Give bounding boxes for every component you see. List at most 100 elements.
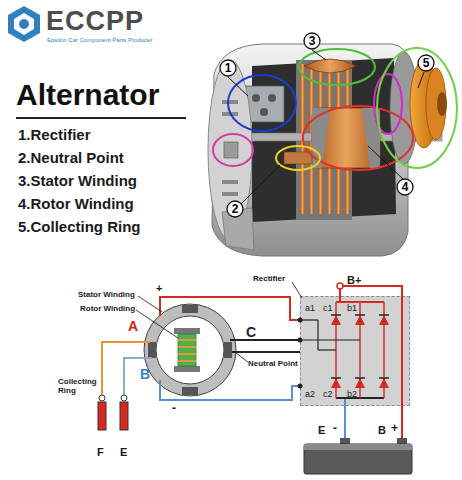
wires-part — [339, 289, 341, 302]
stator-ring-part — [144, 304, 236, 396]
rotor-coil-part — [178, 360, 196, 362]
callout-circle — [227, 201, 243, 217]
stator-ring-part — [150, 310, 230, 390]
list-item: 4.Rotor Winding — [18, 196, 134, 213]
rectifier-diodes-part — [331, 377, 341, 379]
rectifier-diodes-part — [300, 339, 360, 340]
rotor-coil — [174, 328, 200, 372]
collecting-ring-brushes-part — [120, 402, 128, 430]
alternator-body — [208, 44, 447, 256]
collecting-ring-brushes-part — [98, 402, 106, 430]
wires-part — [102, 342, 150, 398]
alternator-body-part — [260, 108, 268, 116]
stator-ring-part — [182, 305, 198, 313]
leader-lines-part — [240, 165, 280, 205]
stator-ring-part — [156, 316, 224, 384]
battery-part — [397, 438, 407, 444]
phase-name: A — [128, 319, 138, 334]
alternator-body-part — [252, 94, 260, 102]
alternator-body-part — [437, 92, 447, 116]
alternator-body-part — [268, 94, 276, 102]
leader-lines-part — [368, 146, 404, 180]
rectifier-diodes-part — [355, 314, 365, 316]
alternator-body-part — [222, 192, 238, 196]
phase-name: B — [140, 367, 150, 382]
logo-icon-part — [14, 13, 34, 35]
stator-ring — [144, 304, 236, 396]
part-name: Rotor Winding — [80, 305, 135, 314]
alternator-body-part — [224, 142, 238, 158]
leader-lines-part — [312, 50, 326, 60]
leader-lines-part — [418, 72, 424, 88]
battery — [304, 438, 412, 474]
circuit-leaders-part — [236, 353, 248, 362]
polarity-sign: + — [391, 422, 398, 435]
callout-number: 1 — [219, 59, 237, 77]
callout-number: 2 — [226, 200, 244, 218]
alternator-body-part — [304, 59, 356, 73]
callout-circle — [418, 55, 434, 71]
stator-ring-part — [224, 342, 232, 358]
highlight-ellipses-part — [377, 48, 457, 168]
alternator-body-part — [246, 86, 284, 122]
rectifier-diodes-part — [331, 314, 341, 316]
wires-part — [160, 297, 300, 320]
terminal-name: B — [378, 424, 386, 436]
title-underline — [16, 117, 186, 119]
highlight-ellipses — [213, 48, 457, 170]
logo-text: ECCPP — [46, 7, 144, 37]
pin-name: b2 — [347, 390, 357, 400]
logo-icon — [8, 6, 40, 42]
rotor-coil-part — [174, 328, 200, 334]
rectifier-diodes-part — [298, 384, 303, 389]
rotor-coil-part — [174, 366, 200, 372]
rectifier-diodes-part — [337, 283, 343, 289]
callout-number: 4 — [396, 178, 414, 196]
highlight-ellipses-part — [228, 75, 296, 131]
terminal-name: E — [120, 446, 127, 458]
rotor-coil-part — [178, 353, 196, 355]
highlight-ellipses-part — [213, 134, 253, 166]
wires-part — [344, 398, 346, 444]
pin-name: a2 — [305, 390, 315, 400]
logo-icon-part — [8, 6, 40, 42]
circuit-leaders — [136, 282, 302, 362]
alternator-body-part — [284, 152, 312, 164]
pin-name: c1 — [323, 304, 333, 314]
highlight-ellipses-part — [276, 146, 320, 170]
callout-number: 5 — [417, 54, 435, 72]
callout-number-text: 2 — [226, 200, 244, 218]
wires-part — [230, 339, 300, 341]
phase-name: C — [246, 325, 256, 340]
callout-circle — [304, 33, 320, 49]
part-name: Collecting Ring — [58, 378, 104, 396]
battery-part — [304, 444, 412, 474]
rotor-coil-part — [178, 346, 196, 348]
callout-number-text: 5 — [417, 54, 435, 72]
alternator-body-part — [426, 68, 446, 140]
wires-part — [124, 358, 152, 398]
alternator-body-part — [312, 108, 380, 168]
callout-number: 3 — [303, 32, 321, 50]
rectifier-diodes-part — [298, 338, 303, 343]
alternator-body-part — [222, 100, 238, 104]
rotor-coil-part — [178, 334, 196, 366]
callout-circle — [397, 179, 413, 195]
terminal-name: E — [318, 424, 325, 436]
leader-lines-part — [228, 77, 248, 96]
leader-lines — [228, 50, 424, 205]
rectifier-diodes-part — [355, 377, 365, 379]
pin-name: a1 — [305, 304, 315, 314]
wires-part — [232, 351, 300, 353]
alternator-body-part — [222, 180, 238, 184]
part-name: Neutral Point — [248, 360, 298, 369]
circuit-leaders-part — [138, 296, 162, 312]
callout-number-text: 4 — [396, 178, 414, 196]
battery-part — [304, 444, 412, 450]
callout-number-text: 3 — [303, 32, 321, 50]
pin-name: b1 — [347, 304, 357, 314]
polarity-sign: + — [156, 282, 162, 294]
rectifier-diodes-part — [318, 349, 336, 350]
rotor-coil-part — [178, 339, 196, 341]
